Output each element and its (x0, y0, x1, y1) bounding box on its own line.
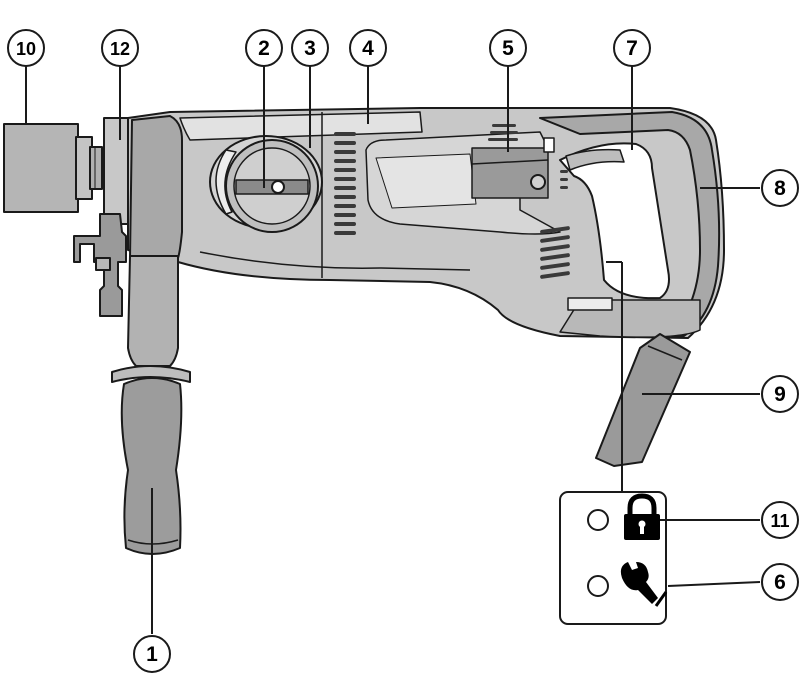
callout-4: 4 (349, 29, 387, 67)
callout-12: 12 (101, 29, 139, 67)
wrench-icon (620, 562, 668, 607)
svg-text:8: 8 (774, 177, 786, 200)
front-flange (103, 117, 129, 225)
svg-text:3: 3 (304, 37, 316, 60)
svg-text:7: 7 (626, 37, 638, 60)
svg-text:4: 4 (362, 37, 374, 60)
callout-5: 5 (489, 29, 527, 67)
callout-9: 9 (761, 375, 799, 413)
callout-10: 10 (7, 29, 45, 67)
callout-3: 3 (291, 29, 329, 67)
air-vents-front (334, 132, 356, 235)
indicator-panel (559, 261, 668, 625)
callout-7: 7 (613, 29, 651, 67)
callout-1: 1 (133, 635, 171, 673)
svg-text:1: 1 (146, 643, 158, 666)
lock-indicator-lamp (587, 509, 609, 531)
svg-text:10: 10 (16, 39, 36, 59)
side-handle (129, 115, 183, 259)
svg-text:5: 5 (502, 37, 514, 60)
power-cable (595, 333, 691, 467)
svg-text:12: 12 (110, 39, 130, 59)
leader-lines (25, 66, 761, 634)
callout-2: 2 (245, 29, 283, 67)
switch-block (471, 147, 549, 199)
callout-11: 11 (761, 501, 799, 539)
svg-text:6: 6 (774, 571, 786, 594)
air-vents-rear (540, 170, 570, 279)
svg-text:9: 9 (774, 383, 786, 406)
service-indicator-lamp (587, 575, 609, 597)
lock-icon (624, 493, 660, 540)
drill-body (3, 107, 725, 555)
drill-chuck (3, 123, 79, 213)
callout-8: 8 (761, 169, 799, 207)
svg-text:2: 2 (258, 37, 270, 60)
side-handle-grip (120, 377, 183, 555)
callout-6: 6 (761, 563, 799, 601)
svg-text:11: 11 (770, 511, 789, 531)
